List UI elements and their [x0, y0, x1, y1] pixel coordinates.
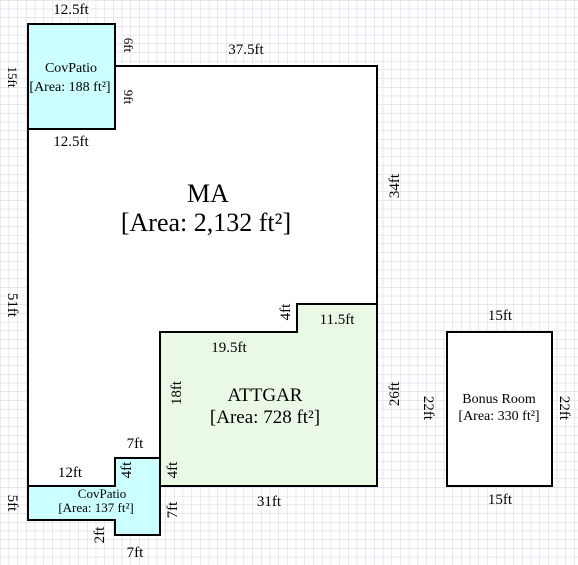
dim-patio-top-top: 12.5ft — [53, 2, 89, 18]
bonus-room-area: [Area: 330 ft²] — [458, 409, 539, 424]
dim-garage-top-right: 11.5ft — [320, 312, 356, 328]
dim-patio-bottom-top: 12ft — [58, 465, 83, 481]
dim-garage-top-left: 19.5ft — [211, 340, 247, 356]
dim-main-right: 34ft — [387, 173, 403, 198]
covered-patio-bottom-name: CovPatio — [78, 486, 126, 501]
dim-bonus-bottom: 15ft — [488, 492, 513, 508]
covered-patio-bottom-area: [Area: 137 ft²] — [58, 500, 133, 515]
dim-garage-notch-side: 4ft — [165, 461, 181, 478]
dim-patio-bottom-notch: 4ft — [119, 461, 135, 478]
main-area-name: MA — [187, 179, 229, 208]
dim-patio-bottom-bottom: 7ft — [127, 545, 144, 561]
dim-patio-bottom-left: 5ft — [4, 495, 20, 512]
dim-patio-bottom-right: 7ft — [165, 501, 181, 518]
dim-patio-top-right-lower: 9ft — [121, 90, 136, 105]
covered-patio-top-area: [Area: 188 ft²] — [29, 80, 110, 95]
covered-patio-top-outline — [27, 23, 116, 130]
dim-garage-right: 26ft — [387, 381, 403, 406]
garage-area-size: [Area: 728 ft²] — [210, 407, 320, 428]
dim-garage-left: 18ft — [169, 380, 185, 405]
dim-bonus-top: 15ft — [488, 308, 513, 324]
bonus-room-name: Bonus Room — [462, 392, 536, 407]
dim-bonus-left: 22ft — [420, 396, 436, 421]
dim-patio-bottom-small: 2ft — [92, 526, 108, 543]
dim-garage-step: 4ft — [278, 303, 294, 320]
covered-patio-bottom-outline — [27, 457, 161, 536]
dim-main-left: 51ft — [4, 293, 20, 318]
dim-patio-top-left: 15ft — [5, 67, 20, 88]
garage-name: ATTGAR — [228, 385, 303, 406]
dim-garage-notch-top: 7ft — [127, 436, 144, 452]
dim-main-top: 37.5ft — [228, 42, 264, 58]
main-area-size: [Area: 2,132 ft²] — [121, 208, 291, 237]
bonus-room-outline — [446, 331, 553, 487]
dim-patio-top-bottom: 12.5ft — [53, 134, 89, 150]
dim-bonus-right: 22ft — [556, 396, 572, 421]
covered-patio-top-name: CovPatio — [45, 61, 97, 76]
dim-patio-top-right-upper: 6ft — [121, 38, 136, 53]
dim-garage-bottom: 31ft — [257, 494, 282, 510]
